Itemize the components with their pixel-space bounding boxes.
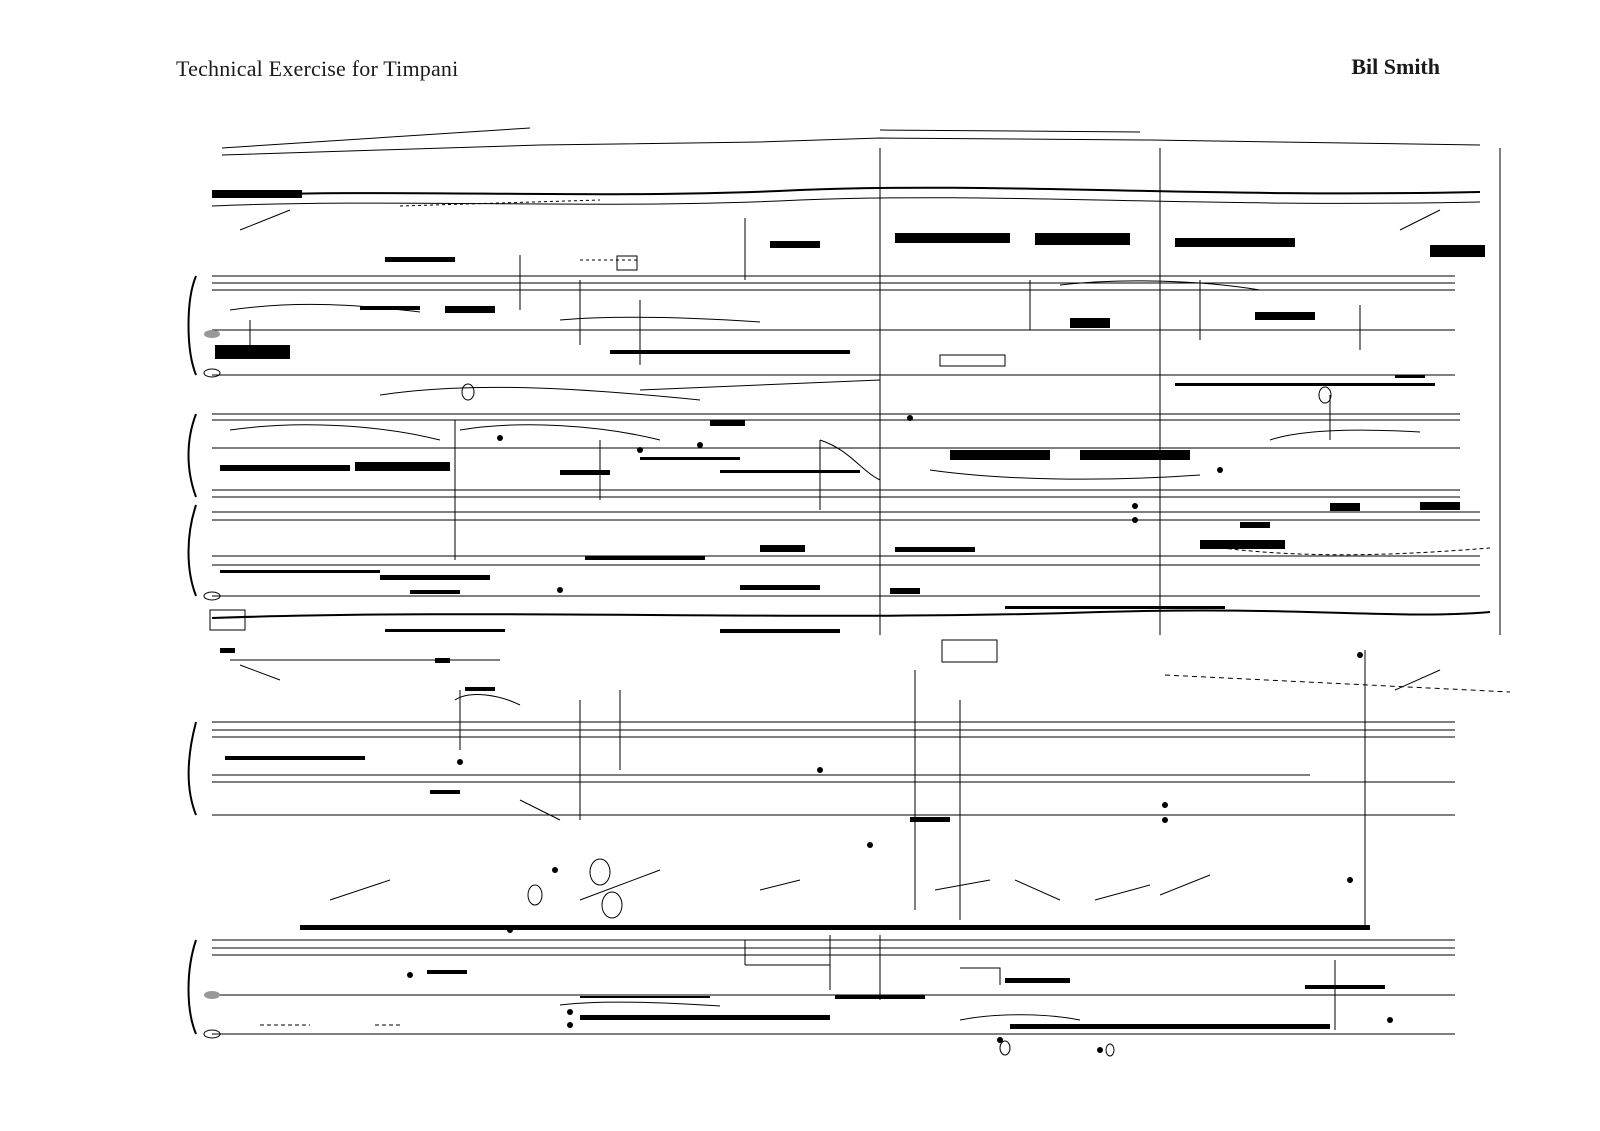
- system-1: [187, 127, 1501, 635]
- staff-1b: [212, 413, 1460, 498]
- staff-1a: [212, 275, 1455, 376]
- staff-2a: [212, 721, 1455, 816]
- staff-1c: [212, 511, 1480, 597]
- system-3: [187, 935, 1455, 1057]
- composer-name: Bil Smith: [1351, 54, 1440, 79]
- piece-title: Technical Exercise for Timpani: [176, 56, 459, 81]
- staff-3a: [212, 939, 1455, 1035]
- system-2: [187, 639, 1511, 933]
